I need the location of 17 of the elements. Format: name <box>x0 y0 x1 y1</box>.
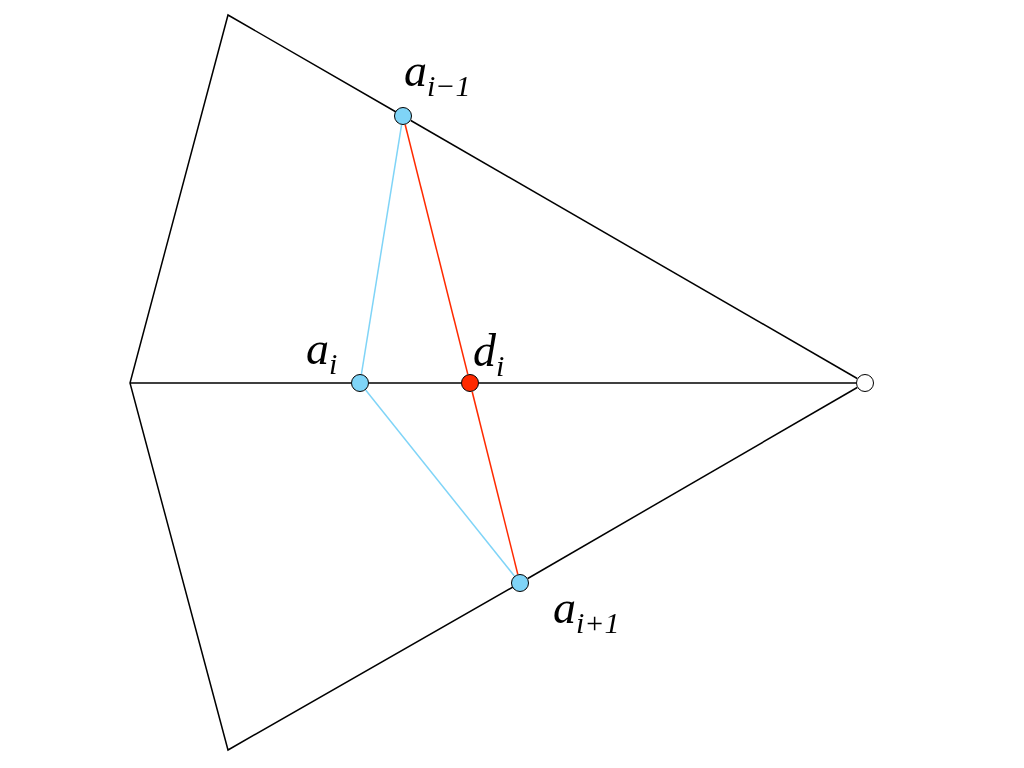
line-segment <box>478 382 857 384</box>
line-segment <box>527 386 858 580</box>
point-marker <box>461 374 479 392</box>
line-segment <box>471 391 519 575</box>
point-label: a$_{i}$ <box>306 326 338 380</box>
point-marker <box>394 107 412 125</box>
point-label: a$_{i+1}$ <box>553 585 620 639</box>
line-segment <box>360 124 403 375</box>
point-marker <box>856 374 874 392</box>
line-segment <box>410 119 858 380</box>
point-marker <box>511 574 529 592</box>
line-segment <box>404 124 469 375</box>
point-label: a$_{i−1}$ <box>404 48 471 102</box>
line-segment <box>368 382 462 384</box>
line-segment <box>364 389 516 577</box>
point-label: d$_{i}$ <box>473 328 505 382</box>
point-marker <box>351 374 369 392</box>
